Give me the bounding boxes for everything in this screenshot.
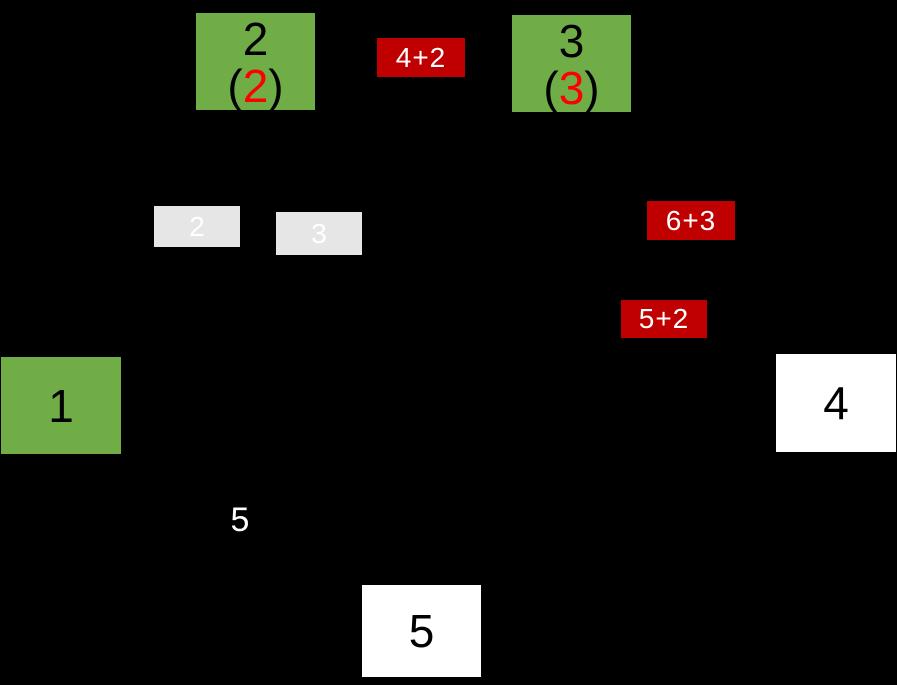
node-1-label: 1 [48,379,74,432]
node-2-distance-value: 2 [242,60,269,112]
node-3: 3 (3) [512,15,631,112]
paren-close: ) [584,62,600,114]
node-5-label: 5 [408,605,435,657]
paren-close: ) [268,60,284,112]
edge-weight-box-2: 2 [154,206,240,247]
calc-box-4-plus-2-label: 4+2 [395,41,447,73]
edge-weight-box-3: 3 [276,212,362,255]
node-2: 2 (2) [196,13,315,110]
node-2-label: 2 [242,13,269,65]
calc-box-6-plus-3: 6+3 [647,201,735,240]
paren-open: ( [543,62,559,114]
node-4: 4 [776,354,896,452]
paren-open: ( [227,60,243,112]
calc-box-4-plus-2: 4+2 [377,38,465,77]
node-5: 5 [362,585,481,677]
calc-box-5-plus-2-label: 5+2 [638,303,690,334]
node-4-label: 4 [823,377,849,429]
edge-weight-label-5: 5 [220,501,260,540]
edge-weight-box-2-label: 2 [189,210,205,242]
calc-box-6-plus-3-label: 6+3 [665,204,717,236]
edge-weight-label-5-text: 5 [230,501,250,539]
edge-weight-box-3-label: 3 [311,217,327,249]
node-3-distance: (3) [543,65,599,112]
node-1: 1 [1,357,121,454]
node-3-distance-value: 3 [558,62,585,114]
node-3-label: 3 [558,15,585,67]
calc-box-5-plus-2: 5+2 [621,300,707,338]
node-2-distance: (2) [227,63,283,110]
